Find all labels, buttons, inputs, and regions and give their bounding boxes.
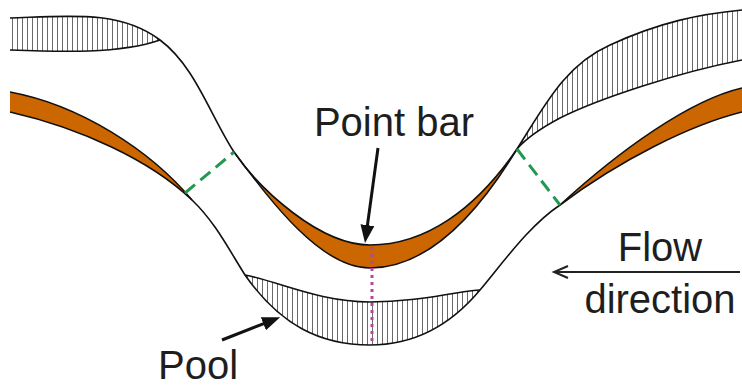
channel-bank	[10, 10, 742, 245]
point-bar-fill	[234, 149, 517, 268]
pool-hatch	[245, 275, 480, 345]
leader-arrow	[367, 148, 378, 229]
leader-arrow	[222, 322, 267, 340]
apex-section	[371, 247, 374, 344]
part-label: Point bar	[314, 99, 474, 145]
label-anchor: Flow direction	[582, 221, 738, 325]
pool-edge	[517, 60, 742, 149]
flow-arrow	[554, 271, 740, 273]
part-label: Pool	[158, 342, 238, 388]
pool-edge	[10, 40, 160, 51]
pool-hatch	[10, 16, 160, 51]
flow-label: Flow direction	[582, 221, 738, 325]
pool-edge	[245, 275, 480, 302]
label-anchor: Point bar	[314, 99, 474, 145]
bar-edge	[10, 92, 192, 200]
crossing-line	[517, 149, 560, 205]
label-anchor: Pool	[158, 342, 238, 388]
point-bar-fill	[10, 92, 192, 200]
bar-edge	[560, 88, 742, 205]
bar-edge	[234, 149, 517, 268]
channel-bank	[10, 112, 742, 345]
pool-hatch	[517, 10, 742, 149]
crossing-line	[185, 152, 234, 193]
